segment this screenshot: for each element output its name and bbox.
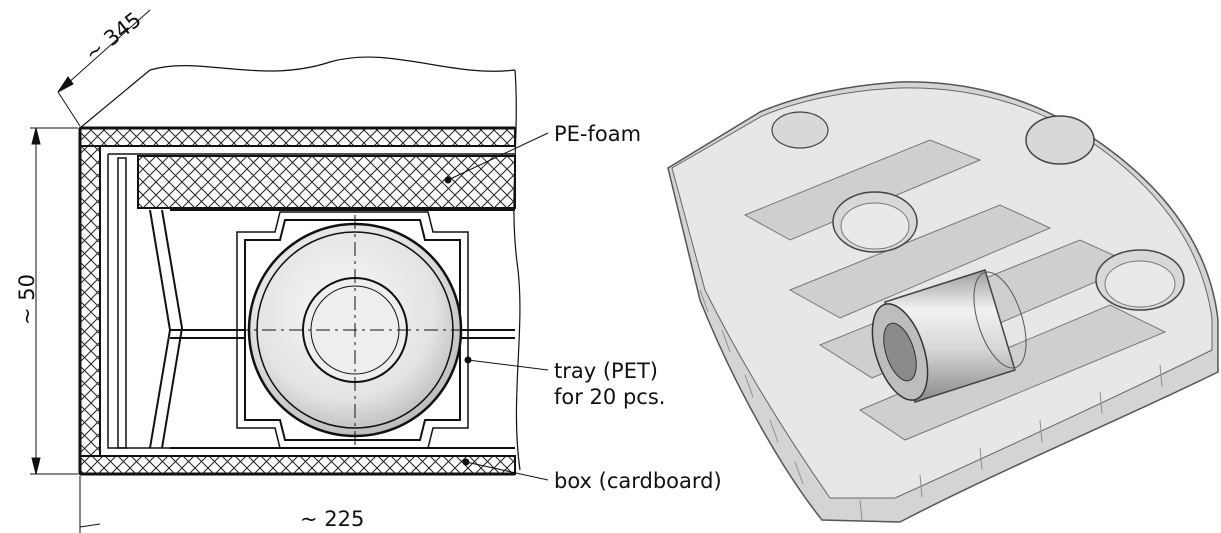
label-pe-foam: PE-foam [554,122,641,146]
label-tray-line1: tray (PET) [554,359,658,383]
label-box: box (cardboard) [554,469,722,493]
dimension-depth [57,9,151,127]
cardboard-box [78,126,516,476]
section-drawing [30,9,549,533]
tray-3d-render [667,81,1219,523]
tray-pockets [771,111,1185,311]
pet-tray [149,209,515,449]
label-tray-line2: for 20 pcs. [554,385,665,409]
roll-3d [871,269,1027,403]
dimension-depth-text: ~ 345 [80,7,145,66]
break-line-left [79,69,151,129]
inner-liner [99,145,515,457]
dimension-width-text: ~ 225 [300,507,364,531]
roll-end-view [235,215,475,445]
dimension-height [30,127,78,475]
dimension-height-text: ~ 50 [15,274,39,325]
dimension-width [79,476,101,533]
pe-foam-block [137,155,516,209]
tray-side-ribs [699,289,1163,521]
leaders [444,132,549,481]
torn-edge-top [149,56,516,72]
